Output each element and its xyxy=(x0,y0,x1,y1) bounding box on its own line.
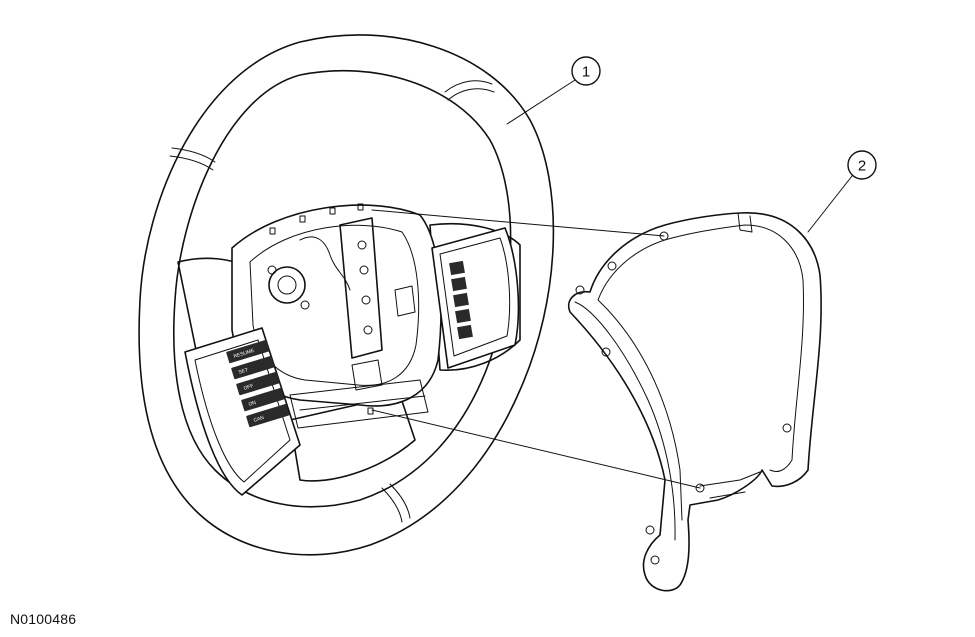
switch-set-label: SET xyxy=(238,367,249,376)
hub-bolt-2 xyxy=(300,300,310,310)
right-switch-bezel-inner xyxy=(439,237,511,357)
trim-bottom-bracket xyxy=(699,471,761,499)
callout-1-circle xyxy=(571,56,601,86)
clip-tab-3 xyxy=(329,207,336,215)
hub-inner-contour xyxy=(249,224,420,386)
trim-clip-7 xyxy=(645,525,655,535)
switch-on: ON xyxy=(241,387,285,412)
right-switch-group xyxy=(449,260,473,340)
rim-seam-left xyxy=(169,147,216,171)
bracket-bolt-1 xyxy=(357,240,367,250)
trim-clip-8 xyxy=(650,555,660,565)
switch-set: SET xyxy=(231,355,275,380)
callout-2-leader xyxy=(807,175,853,233)
connector-block xyxy=(351,359,383,391)
right-switch-2 xyxy=(451,276,467,292)
trim-clip-2 xyxy=(607,261,617,271)
clip-tab-1 xyxy=(269,227,276,235)
left-switch-bezel-inner xyxy=(194,339,291,483)
switch-on-label: ON xyxy=(248,400,257,408)
left-switch-bezel xyxy=(184,327,301,496)
callout-2-number: 2 xyxy=(858,158,866,175)
trim-clip-5 xyxy=(782,423,792,433)
left-switch-group: RESUME SET OFF ON CAN xyxy=(226,339,290,428)
assembly-guide-lines xyxy=(371,209,701,489)
figure-id-label: N0100486 xyxy=(10,611,77,627)
clip-tab-4 xyxy=(357,203,364,211)
switch-off-label: OFF xyxy=(243,383,254,392)
switch-can: CAN xyxy=(246,403,290,428)
clockspring-center xyxy=(277,275,297,295)
switch-resume: RESUME xyxy=(226,339,270,364)
trim-clip-4 xyxy=(601,347,611,357)
rim-seam-top xyxy=(444,80,495,101)
right-switch-bezel xyxy=(431,227,520,369)
clockspring-ring xyxy=(268,266,306,304)
right-switch-1 xyxy=(449,260,465,276)
trim-cover-lip xyxy=(574,301,676,541)
right-switch-3 xyxy=(453,292,469,308)
trim-cover xyxy=(568,212,822,592)
rim-seam-bottom xyxy=(381,483,411,523)
wiring xyxy=(299,236,351,291)
wheel-rim-inner xyxy=(173,69,512,508)
trim-cover-top-tab xyxy=(737,212,753,233)
right-switch-4 xyxy=(455,308,471,324)
hub-bezel-lower xyxy=(289,379,429,429)
guide-line-upper xyxy=(371,209,665,237)
wheel-spoke-bottom xyxy=(289,394,416,482)
wheel-rim-outer xyxy=(138,34,555,556)
callout-1-leader xyxy=(506,79,576,125)
trim-cover-outer xyxy=(568,212,822,592)
callout-1-number: 1 xyxy=(582,64,590,81)
switch-can-label: CAN xyxy=(253,415,265,424)
clip-tab-5 xyxy=(367,407,374,415)
bracket-bolt-4 xyxy=(363,325,373,335)
wheel-spoke-right xyxy=(429,222,521,371)
bracket-bolt-3 xyxy=(361,295,371,305)
bezel-lower-line xyxy=(299,395,426,411)
callout-2-circle xyxy=(847,150,877,180)
hub-bolt-1 xyxy=(267,265,277,275)
trim-cover-inner xyxy=(597,224,804,521)
bracket-bolt-2 xyxy=(359,265,369,275)
side-connector xyxy=(394,285,416,317)
clip-tab-2 xyxy=(299,215,306,223)
internal-bracket xyxy=(339,217,383,359)
steering-wheel: RESUME SET OFF ON CAN xyxy=(138,34,555,556)
switch-off: OFF xyxy=(236,371,280,396)
trim-clip-3 xyxy=(575,285,585,295)
guide-line-lower xyxy=(371,409,701,489)
trim-clip-6 xyxy=(695,483,705,493)
right-switch-5 xyxy=(457,324,473,340)
callout-1: 1 xyxy=(506,56,601,125)
callout-2: 2 xyxy=(807,150,877,233)
